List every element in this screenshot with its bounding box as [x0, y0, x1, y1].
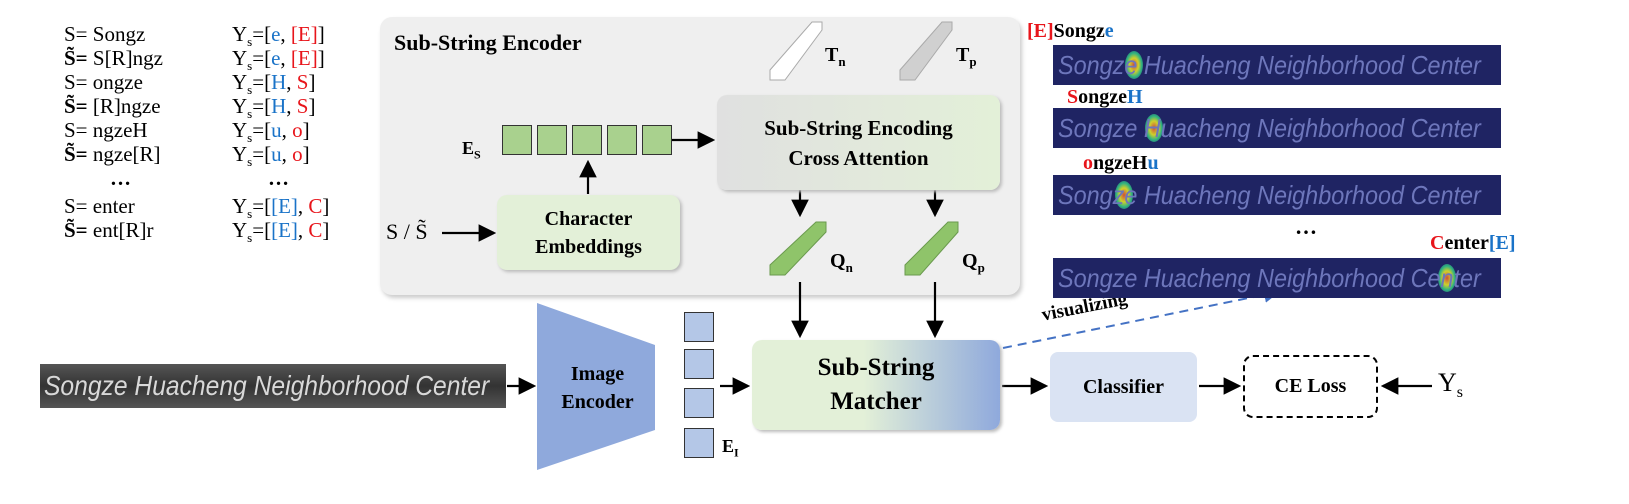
image-encoder-shape	[537, 303, 655, 470]
char-emb-line1: Character	[544, 207, 633, 230]
matcher-line1: Sub-String	[817, 354, 935, 381]
qn-query-cuboid	[769, 221, 827, 276]
ce-loss-block: CE Loss	[1243, 355, 1378, 418]
es-embedding-cell	[607, 125, 637, 155]
example-label: Ys=[[E], C]	[232, 218, 330, 246]
example-string: S= enter	[64, 194, 135, 218]
input-text-image: Songze Huacheng Neighborhood Center	[40, 364, 506, 408]
qn-label: Qn	[830, 250, 853, 275]
cross-attention-block: Sub-String Encoding Cross Attention	[717, 95, 1000, 190]
cross-attention-line1: Sub-String Encoding	[764, 115, 953, 140]
example-string: S̃= ngze[R]	[64, 142, 161, 166]
matcher-line2: Matcher	[830, 388, 922, 415]
attention-heatmap: Songze Huacheng Neighborhood Center	[1053, 258, 1501, 298]
vis-substring-label: [E]Songze	[1027, 20, 1114, 42]
attention-heatmap: Songze Huacheng Neighborhood Center	[1053, 108, 1501, 148]
character-embeddings-block: Character Embeddings	[497, 195, 680, 270]
image-encoder-line2: Encoder	[561, 391, 634, 413]
tn-token-cuboid	[769, 21, 823, 81]
example-string: S̃= S[R]ngz	[64, 46, 163, 70]
ei-feature-cell	[684, 428, 714, 458]
es-embedding-cell	[642, 125, 672, 155]
attention-hotspot	[1145, 114, 1163, 142]
image-encoder-line1: Image	[570, 363, 625, 385]
attention-hotspot	[1438, 264, 1456, 292]
es-embedding-cell	[537, 125, 567, 155]
tp-token-cuboid	[899, 21, 953, 81]
attention-hotspot	[1125, 51, 1143, 79]
target-label: Ys	[1438, 368, 1464, 402]
input-string-label: S / S̃	[386, 219, 428, 244]
classifier-block: Classifier	[1050, 352, 1197, 422]
example-string: S̃= ent[R]r	[64, 218, 154, 242]
ei-label: EI	[722, 436, 739, 460]
es-label: ES	[462, 138, 481, 162]
ei-feature-cell	[684, 388, 714, 418]
char-emb-line2: Embeddings	[535, 235, 642, 258]
attention-heatmap: Songze Huacheng Neighborhood Center	[1053, 175, 1501, 215]
example-label: Ys=[H, S]	[232, 70, 316, 98]
example-label: Ys=[u, o]	[232, 118, 310, 146]
example-label: Ys=[[E], C]	[232, 194, 330, 222]
ei-feature-cell	[684, 312, 714, 342]
vis-substring-label: ongzeHu	[1083, 152, 1159, 174]
es-embedding-cell	[572, 125, 602, 155]
cross-attention-line2: Cross Attention	[788, 145, 929, 170]
input-text-image-text: Songze Huacheng Neighborhood Center	[44, 370, 490, 401]
image-encoder-label: Image Encoder	[545, 360, 650, 416]
visualizing-arrow	[1002, 286, 1280, 349]
example-string: S̃= [R]ngze	[64, 94, 161, 118]
attention-heatmap-text: Songze Huacheng Neighborhood Center	[1058, 263, 1481, 293]
example-string: S= ngzeH	[64, 118, 148, 142]
sub-string-matcher-block: Sub-String Matcher	[752, 340, 1000, 430]
vis-substring-label: SongzeH	[1067, 86, 1143, 108]
example-ellipsis: …	[110, 166, 131, 190]
attention-hotspot	[1115, 181, 1133, 209]
attention-heatmap-text: Songze Huacheng Neighborhood Center	[1058, 113, 1481, 143]
vis-substring-label: Center[E]	[1430, 232, 1516, 254]
attention-heatmap: Songze Huacheng Neighborhood Center	[1053, 45, 1501, 85]
vis-ellipsis: …	[1295, 214, 1317, 239]
ei-feature-cell	[684, 349, 714, 379]
example-ellipsis: …	[268, 166, 289, 190]
es-embedding-cell	[502, 125, 532, 155]
qp-label: Qp	[962, 250, 985, 275]
example-string: S= Songz	[64, 22, 146, 46]
tn-label: Tn	[825, 44, 846, 69]
example-label: Ys=[H, S]	[232, 94, 316, 122]
encoder-title: Sub-String Encoder	[394, 30, 582, 55]
qp-query-cuboid	[904, 221, 959, 276]
attention-heatmap-text: Songze Huacheng Neighborhood Center	[1058, 50, 1481, 80]
example-string: S= ongze	[64, 70, 143, 94]
example-label: Ys=[e, [E]]	[232, 22, 325, 50]
tp-label: Tp	[956, 44, 977, 69]
attention-heatmap-text: Songze Huacheng Neighborhood Center	[1058, 180, 1481, 210]
example-label: Ys=[e, [E]]	[232, 46, 325, 74]
example-label: Ys=[u, o]	[232, 142, 310, 170]
